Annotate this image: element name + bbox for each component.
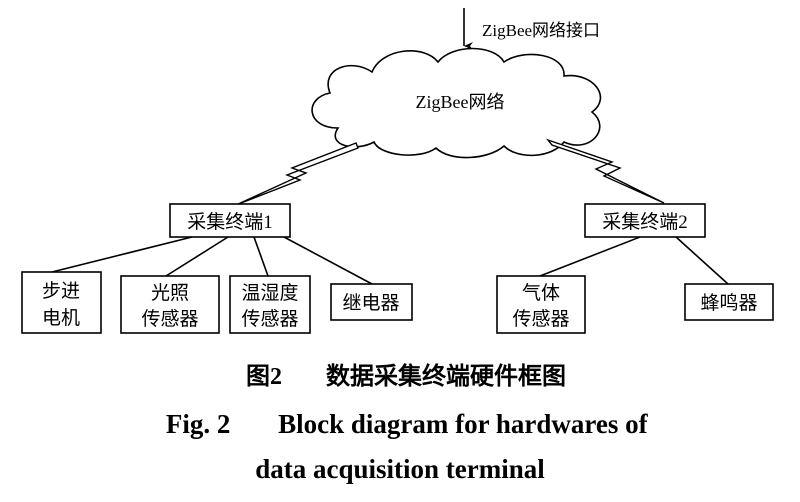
wireless-link-right-bolt (545, 138, 665, 204)
figure-title-en-1: Block diagram for hardwares of (278, 409, 648, 439)
link-terminal1-stepper (51, 236, 193, 273)
figure-number-zh: 图2 (246, 363, 282, 390)
device-gas-sensor-label-1: 气体 (522, 282, 560, 304)
zigbee-interface-label: ZigBee网络接口 (482, 21, 600, 40)
device-humidity-sensor-box (229, 275, 311, 334)
device-light-sensor-box (120, 275, 220, 334)
figure-number-en: Fig. 2 (166, 409, 231, 439)
device-relay-box (330, 283, 413, 321)
link-terminal1-humidity-sensor (253, 236, 269, 277)
wireless-link-left-bolt (235, 142, 359, 206)
device-humidity-sensor-label-1: 温湿度 (241, 282, 298, 304)
device-buzzer-label: 蜂鸣器 (700, 292, 757, 314)
link-terminal1-relay (283, 236, 373, 285)
device-gas-sensor-box (496, 275, 586, 334)
figure-caption-en-line-1: Fig. 2 Block diagram for hardwares of (132, 409, 668, 439)
device-relay-label: 继电器 (342, 292, 399, 314)
device-stepper-motor-label-1: 步进 (42, 280, 80, 302)
terminal-1-box (169, 203, 291, 238)
device-buzzer-box (684, 283, 774, 321)
zigbee-network-cloud (311, 47, 602, 159)
zigbee-network-label: ZigBee网络 (416, 92, 505, 112)
device-humidity-sensor-label-2: 传感器 (241, 308, 298, 330)
link-terminal1-light-sensor (165, 236, 229, 277)
device-stepper-motor-label-2: 电机 (42, 307, 80, 329)
figure-title-zh: 数据采集终端硬件框图 (326, 362, 566, 390)
device-light-sensor-label-2: 传感器 (141, 308, 198, 330)
figure-caption-en-line-2: data acquisition terminal (255, 454, 545, 484)
terminal-2-box (584, 203, 706, 238)
device-stepper-motor-box (21, 271, 102, 334)
link-terminal2-gas-sensor (539, 236, 641, 277)
terminal-2-label: 采集终端2 (602, 211, 688, 233)
link-terminal2-buzzer (675, 236, 729, 285)
figure-caption-zh: 图2 数据采集终端硬件框图 (216, 362, 584, 390)
terminal-1-label: 采集终端1 (187, 211, 273, 233)
device-gas-sensor-label-2: 传感器 (512, 308, 569, 330)
device-light-sensor-label-1: 光照 (151, 282, 189, 304)
